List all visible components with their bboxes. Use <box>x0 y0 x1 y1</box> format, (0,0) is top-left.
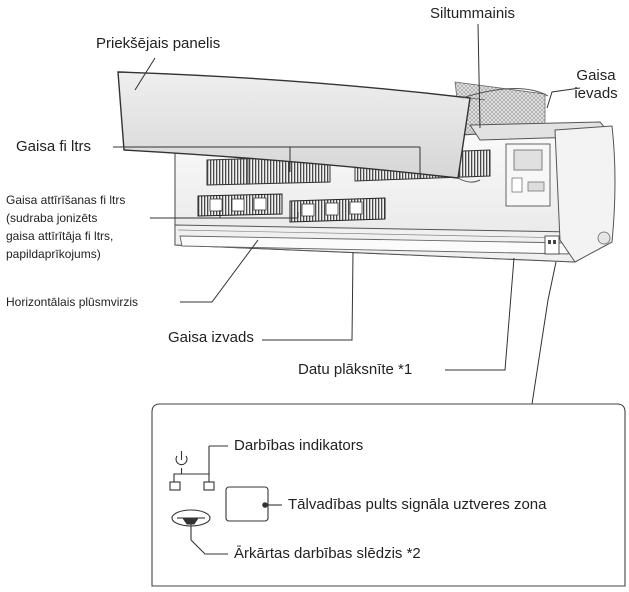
label-heat-exchanger: Siltummainis <box>430 6 515 22</box>
label-air-inlet-2: ievads <box>568 86 624 102</box>
label-purifying-filter-1: Gaisa attīrīšanas fi ltrs <box>6 192 125 208</box>
label-operation-indicator: Darbības indikators <box>234 438 363 454</box>
label-purifying-filter-3: gaisa attīrītāja fi ltrs, <box>6 228 113 244</box>
label-horizontal-louver: Horizontālais plūsmvirzis <box>6 294 138 310</box>
label-air-filter: Gaisa fi ltrs <box>16 139 91 155</box>
label-emergency-switch: Ārkārtas darbības slēdzis *2 <box>234 546 421 562</box>
label-purifying-filter-2: (sudraba jonizēts <box>6 210 97 226</box>
label-remote-receiver: Tālvadības pults signāla uztveres zona <box>288 497 546 513</box>
label-purifying-filter-4: papildaprīkojums) <box>6 246 101 262</box>
label-data-plate: Datu plāksnīte *1 <box>298 362 412 378</box>
label-front-panel: Priekšējais panelis <box>96 36 220 52</box>
label-air-inlet-1: Gaisa <box>568 68 624 84</box>
label-air-outlet: Gaisa izvads <box>168 330 254 346</box>
